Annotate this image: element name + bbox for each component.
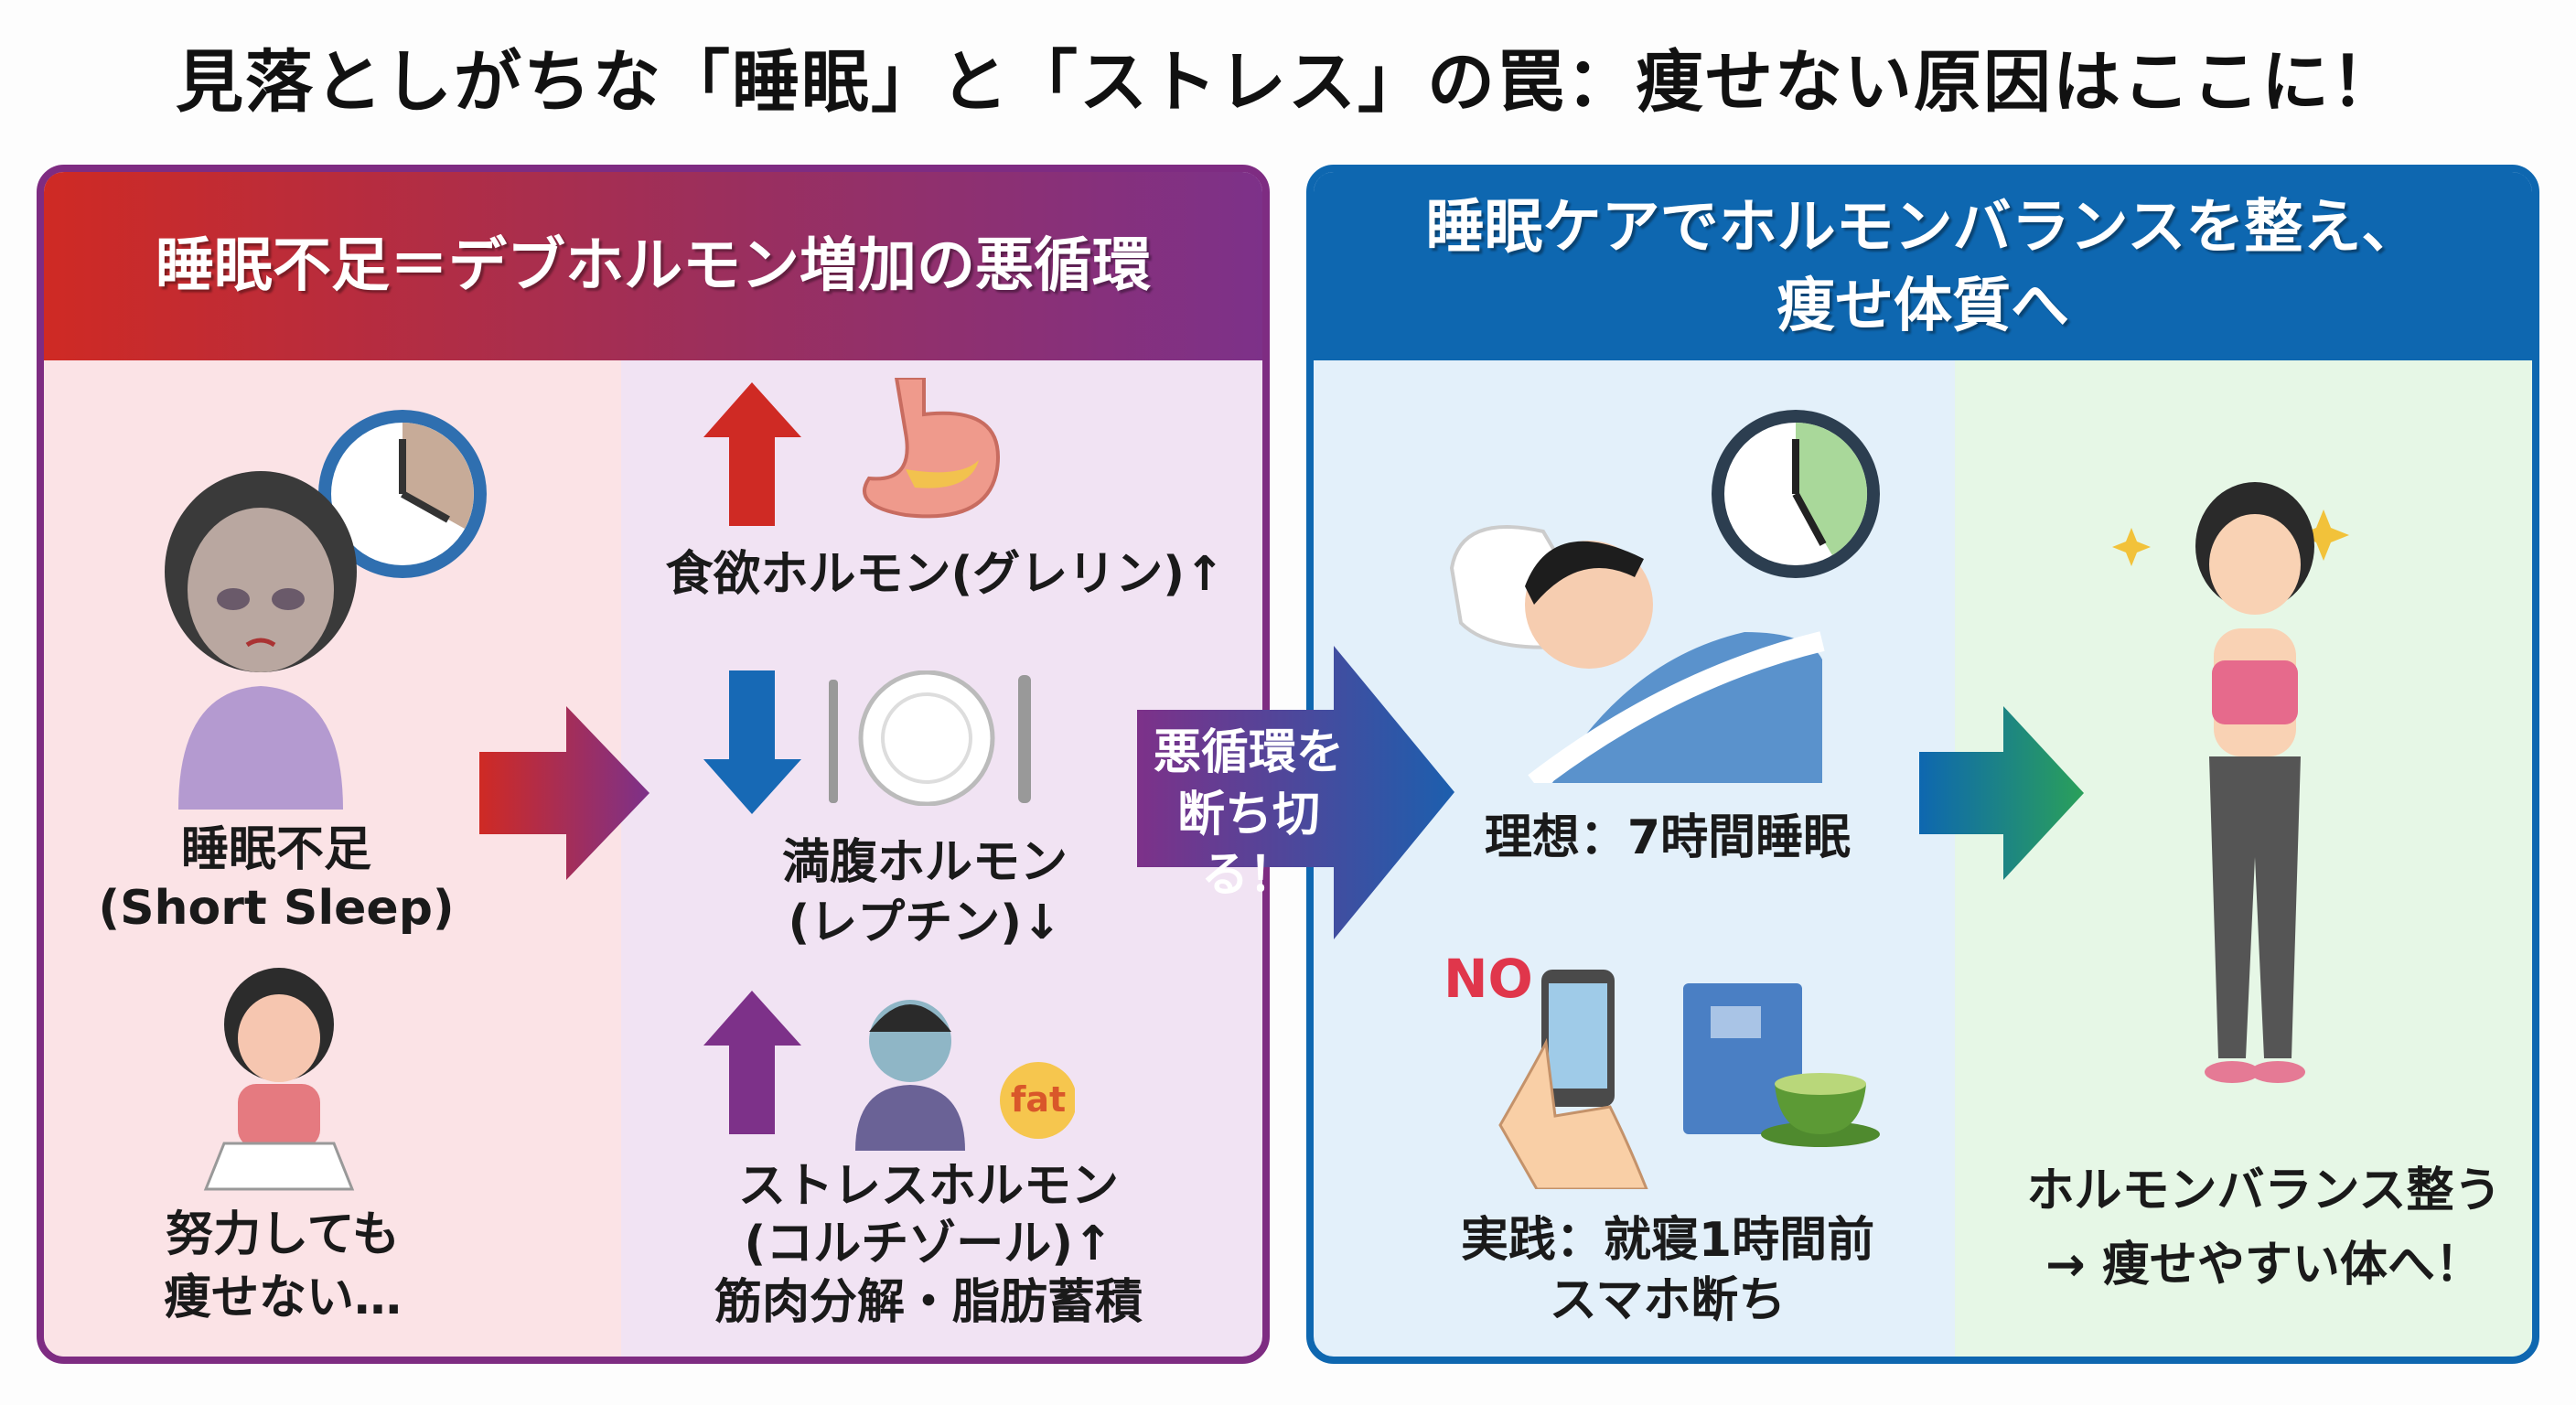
- clock-icon: [318, 410, 487, 578]
- result-label-line1: ホルモンバランス整う: [2026, 1164, 2502, 1218]
- solution-header: 睡眠ケアでホルモンバランスを整え、 痩せ体質へ: [1314, 172, 2532, 360]
- plate-fork-knife-icon: [829, 670, 1031, 806]
- vicious-cycle-header: 睡眠不足＝デブホルモン増加の悪循環: [44, 172, 1262, 360]
- cortisol-label-line3: 筋肉分解・脂肪蓄積: [714, 1275, 1143, 1330]
- leptin-label-line1: 満腹ホルモン: [781, 835, 1068, 890]
- stressed-man-illustration: [855, 1000, 1075, 1151]
- cortisol-label-line2: (コルチゾール)↑: [744, 1217, 1113, 1271]
- effort-label-line1: 努力しても: [166, 1207, 400, 1262]
- clock-icon: [1712, 410, 1880, 578]
- book-and-tea-icon: [1683, 983, 1880, 1147]
- result-label-line2: → 痩せやすい体へ！: [2045, 1238, 2483, 1292]
- effort-label-line2: 痩せない…: [163, 1271, 402, 1325]
- sleep-deprived-label: 睡眠不足: [180, 822, 372, 877]
- vicious-cycle-title: 睡眠不足＝デブホルモン増加の悪循環: [156, 232, 1151, 300]
- arrow-up-red-icon: [703, 382, 801, 526]
- smartphone-hand-icon: [1498, 970, 1648, 1189]
- no-badge: NO: [1444, 948, 1533, 1010]
- arrow-down-blue-icon: [703, 670, 801, 814]
- slim-woman-illustration: [2112, 482, 2349, 1083]
- arrow-right-icon: [479, 706, 649, 880]
- ideal-sleep-label: 理想：7時間睡眠: [1484, 810, 1852, 865]
- cortisol-label-line1: ストレスホルモン: [737, 1159, 1120, 1214]
- solution-title-line1: 睡眠ケアでホルモンバランスを整え、: [1425, 194, 2420, 262]
- break-cycle-arrow: [1137, 646, 1454, 939]
- short-sleep-label: (Short Sleep): [98, 881, 455, 936]
- fat-badge: fat: [1010, 1079, 1067, 1120]
- sleeping-man-illustration: [1449, 525, 1825, 783]
- practice-label-line2: スマホ断ち: [1549, 1273, 1787, 1328]
- tired-woman-illustration: [165, 471, 357, 810]
- practice-label-line1: 実践：就寝1時間前: [1460, 1213, 1875, 1268]
- leptin-label-line2: (レプチン)↓: [788, 896, 1062, 950]
- ghrelin-label: 食欲ホルモン(グレリン)↑: [665, 547, 1225, 602]
- frustrated-woman-on-scale-illustration: [203, 968, 355, 1191]
- arrow-up-purple-icon: [703, 991, 801, 1134]
- page-title: 見落としがちな「睡眠」と「ストレス」の罠：痩せない原因はここに！: [176, 43, 2400, 122]
- stomach-icon: [863, 378, 1000, 519]
- break-cycle-line1: 悪循環を: [1153, 725, 1344, 780]
- break-cycle-line2: 断ち切る！: [1176, 788, 1320, 903]
- solution-title-line2: 痩せ体質へ: [1776, 273, 2069, 340]
- arrow-right-icon: [1919, 706, 2084, 880]
